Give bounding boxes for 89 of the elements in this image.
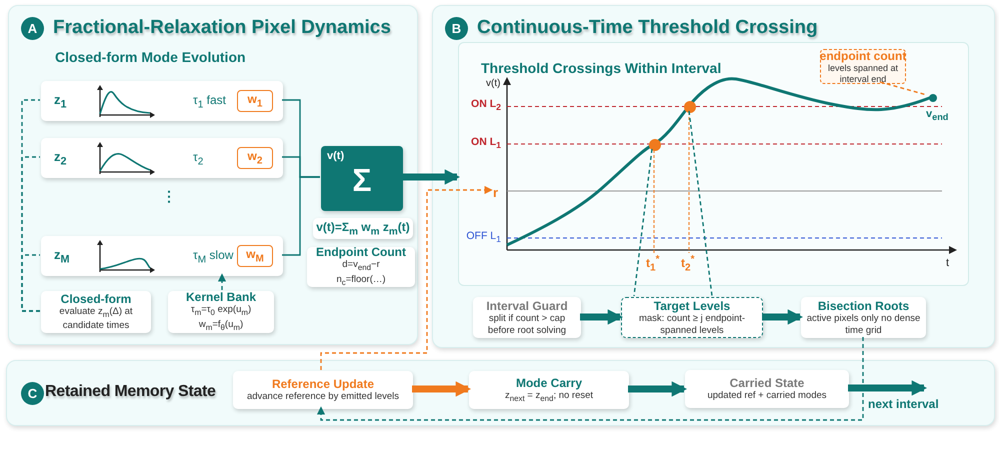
- step-card: [233, 371, 413, 409]
- info-card: [41, 291, 151, 333]
- card-text: d=v$_{end}$−r: [341, 259, 381, 274]
- edge-label: next interval: [868, 397, 939, 411]
- panel: [432, 5, 995, 348]
- weight-label: w$_{1}$: [248, 92, 262, 110]
- info-card: [307, 247, 415, 287]
- weight-label: w$_{M}$: [246, 247, 264, 265]
- card-title: Endpoint Count: [316, 245, 406, 260]
- card-title: Reference Update: [272, 377, 374, 391]
- weight-tag: [237, 147, 273, 169]
- axis-label: Closed-form Mode Evolution: [55, 49, 246, 65]
- chart-panel: [458, 42, 969, 286]
- callout-box: [820, 49, 906, 84]
- connector-line: [282, 176, 320, 256]
- step-card: [469, 371, 629, 409]
- card-title: Interval Guard: [486, 298, 568, 312]
- panel-badge: C: [21, 382, 44, 405]
- step-card: [801, 297, 926, 338]
- card-title: Carried State: [730, 376, 804, 390]
- card-text: split if count > cap before root solving: [486, 312, 568, 336]
- card-title: v(t)=Σ$_{m}$ w$_{m}$ z$_{m}$(t): [316, 220, 410, 238]
- mode-label: z$_{2}$: [54, 149, 67, 168]
- arrow: [628, 381, 688, 397]
- mode-row-card: [41, 236, 283, 276]
- time-constant-label: τ$_{1}$ fast: [193, 93, 226, 110]
- card-title: Kernel Bank: [186, 290, 256, 304]
- sum-label: v(t): [327, 150, 344, 162]
- info-card: [168, 291, 274, 333]
- threshold-label-text: r: [493, 184, 498, 200]
- weight-tag: [237, 245, 273, 267]
- callout-title: endpoint count: [820, 48, 906, 62]
- arrow: [412, 381, 472, 397]
- mode-label: z$_{M}$: [54, 247, 70, 266]
- panel-title: Retained Memory State: [45, 383, 216, 401]
- card-text: w$_{m}$=f$_{θ}$(u$_{m}$): [198, 319, 244, 334]
- panel-title: Continuous-Time Threshold Crossing: [477, 17, 818, 39]
- step-card: [685, 370, 849, 408]
- sum-block: [321, 146, 403, 211]
- card-text: updated ref + carried modes: [706, 390, 828, 402]
- arrow: [848, 380, 928, 396]
- axis-label: v(t): [486, 78, 500, 89]
- card-title: Target Levels: [654, 298, 730, 312]
- card-text: evaluate z$_{m}$(Δ) at candidate times: [58, 306, 134, 332]
- arrow: [218, 273, 226, 290]
- card-title: Bisection Roots: [818, 298, 910, 312]
- endpoint-dot: [929, 94, 937, 102]
- crossing-dot: [649, 139, 661, 151]
- callout-text: levels spanned at interval end: [826, 62, 900, 84]
- card-text: mask: count ≥ j endpoint-spanned levels: [638, 312, 746, 336]
- card-text: z$_{next}$ = z$_{end}$; no reset: [504, 390, 594, 404]
- panel-title: Fractional-Relaxation Pixel Dynamics: [53, 17, 391, 39]
- time-constant-label: τ$_{M}$ slow: [193, 248, 234, 266]
- chart-title: Threshold Crossings Within Interval: [481, 60, 722, 76]
- axis-label: ⋮: [162, 188, 176, 204]
- crossing-dot: [684, 101, 696, 113]
- panel: [8, 5, 418, 345]
- axis-label: ON L$_{1}$: [470, 136, 501, 150]
- card-title: Mode Carry: [516, 376, 582, 390]
- arrow: [580, 309, 624, 325]
- card-text: advance reference by emitted levels: [246, 391, 400, 403]
- point-label: v$_{end}$: [926, 108, 948, 122]
- step-card: [621, 297, 763, 338]
- arrow: [316, 337, 864, 421]
- panel: [6, 360, 995, 426]
- weight-tag: [237, 90, 273, 112]
- card-text: n$_{c}$=floor(…): [335, 274, 387, 289]
- mode-label: z$_{1}$: [54, 92, 67, 111]
- arrow: [402, 169, 460, 185]
- card-title: Closed-form: [60, 292, 132, 306]
- connector-line: [21, 254, 40, 312]
- axis-label: ON L$_{2}$: [470, 98, 501, 112]
- arrow: [762, 309, 804, 325]
- arrow: [320, 186, 493, 370]
- mode-row-card: [41, 81, 283, 121]
- axis-label: OFF L$_{1}$: [465, 230, 501, 244]
- card-text: active pixels only no dense time grid: [806, 312, 922, 336]
- sigma-symbol: Σ: [351, 162, 373, 199]
- connector-line: [880, 81, 928, 96]
- card-text: τ$_{m}$=τ$_{0}$ exp(u$_{m}$): [190, 304, 252, 319]
- connector-line: [633, 148, 653, 296]
- mode-row-card: [41, 138, 283, 178]
- weight-label: w$_{2}$: [248, 149, 262, 167]
- axis-label: t: [946, 257, 950, 269]
- step-card: [473, 297, 581, 338]
- connector-line: [688, 110, 713, 296]
- time-constant-label: τ$_{2}$: [193, 150, 204, 168]
- panel-badge: A: [21, 17, 44, 40]
- panel-badge: B: [445, 17, 468, 40]
